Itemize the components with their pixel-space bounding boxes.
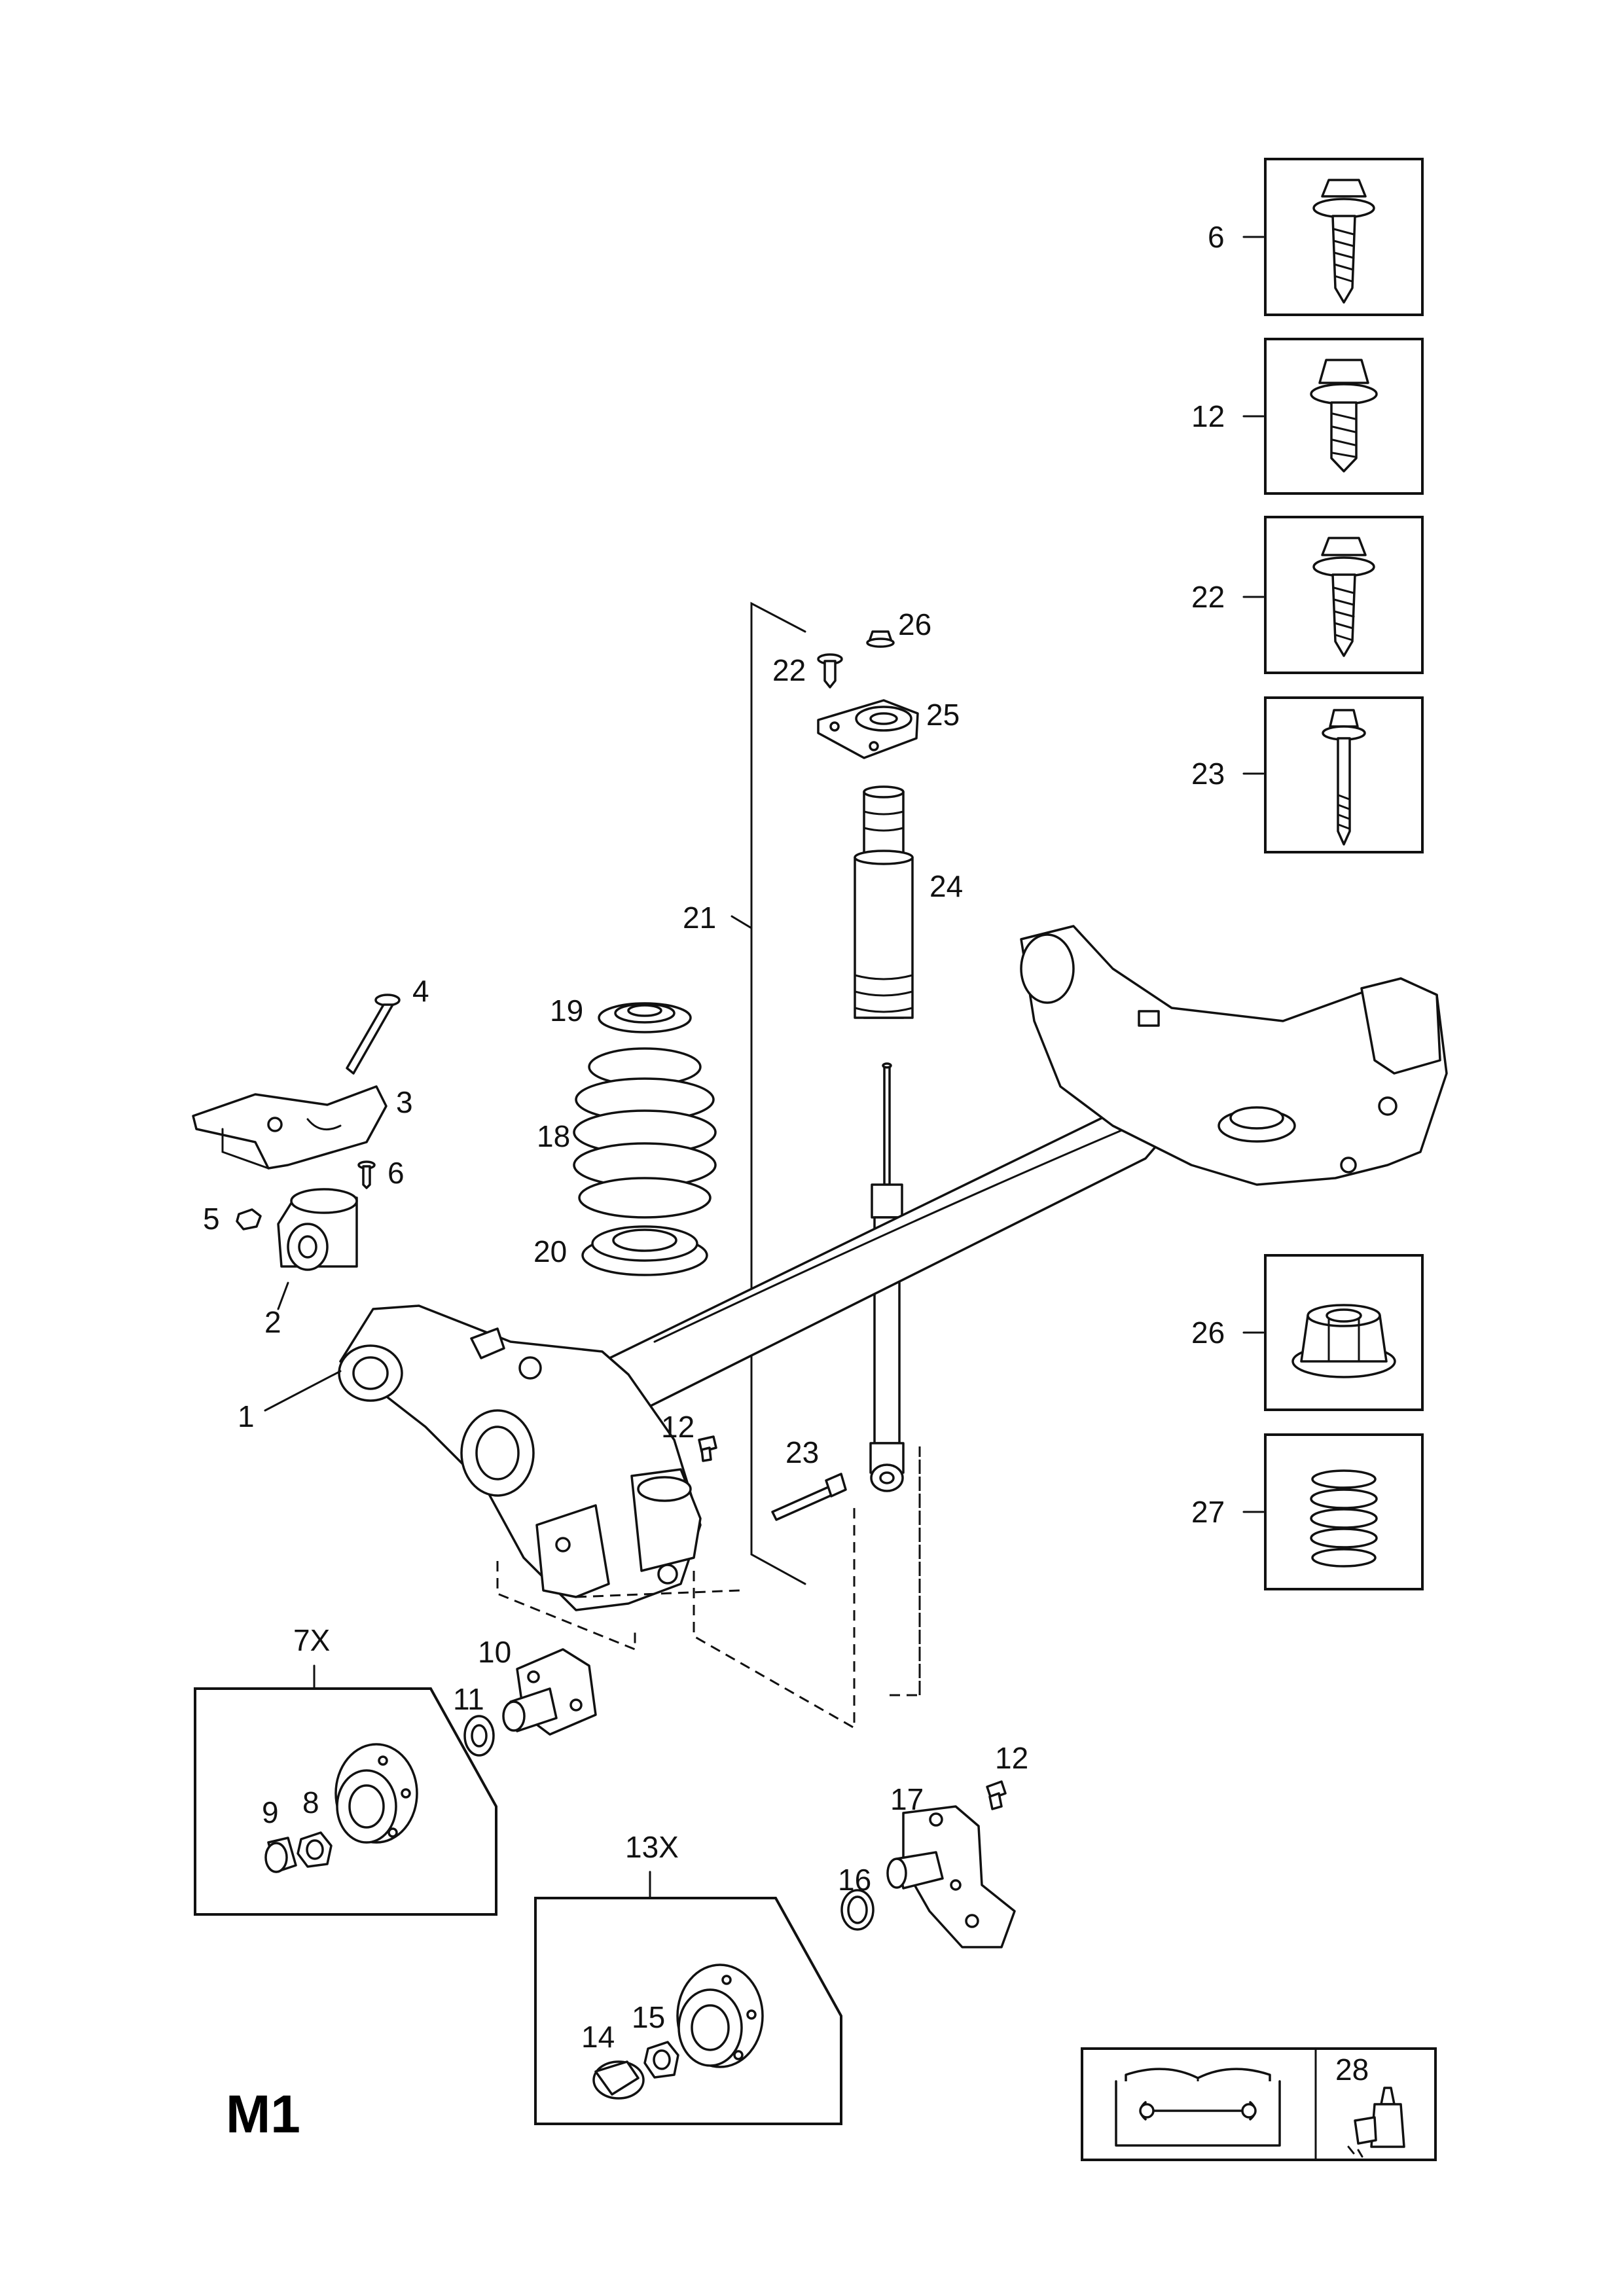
legend-box: 28 [1081,2047,1437,2161]
mounting-bracket[interactable] [192,1085,388,1170]
callout-3: 3 [396,1085,413,1119]
callout-17: 17 [890,1782,924,1816]
callout-22: 22 [772,653,806,687]
flange-nut-icon [1291,1304,1396,1378]
repair-manual-icon[interactable] [1115,2068,1281,2147]
panel-number-6: 6 [1208,220,1225,254]
panel-number-22: 22 [1191,580,1225,614]
hub-nut[interactable] [643,2041,679,2079]
callout-5: 5 [203,1202,220,1236]
rear-axle-beam[interactable] [338,925,1448,1611]
callout-23: 23 [785,1435,819,1469]
stub-axle[interactable] [502,1648,597,1736]
group-bracket-21 [750,601,806,1585]
panel-item-26[interactable]: 26 [1191,1254,1424,1411]
wheel-hub[interactable] [334,1743,418,1844]
callout-12a: 12 [661,1410,695,1444]
hub-kit-7x: 7X 8 9 [194,1623,497,1916]
panel-item-6[interactable]: 6 [1208,158,1424,316]
callout-9: 9 [262,1795,279,1829]
hub-cap[interactable] [592,2060,645,2100]
panel-item-22[interactable]: 22 [1191,516,1424,674]
steering-knuckle[interactable] [886,1805,1016,1948]
callout-2: 2 [264,1305,281,1339]
bump-stop-dust-boot[interactable] [854,785,914,1019]
hub-nut[interactable] [297,1831,333,1868]
callout-11: 11 [453,1682,484,1716]
wheel-hub[interactable] [676,1964,764,2068]
axle-bolt[interactable] [698,1435,717,1462]
shock-lower-bolt[interactable] [771,1473,847,1521]
flange-torx-bolt-icon [1312,537,1375,657]
knuckle-bolt[interactable] [986,1780,1007,1810]
callout-7x: 7X [293,1623,330,1657]
callout-14: 14 [581,2020,615,2054]
shock-absorber-group: 21 22 26 25 24 [683,601,963,1585]
lower-spring-seat[interactable] [581,1225,708,1276]
upper-spring-seat[interactable] [598,1002,692,1033]
panel-number-12: 12 [1191,399,1225,433]
callout-10: 10 [478,1635,511,1669]
callout-20: 20 [533,1234,567,1268]
flange-torx-bolt-icon [1312,179,1375,304]
callout-18: 18 [537,1119,570,1153]
assembly-dash-lines [496,1443,921,1730]
callout-12b: 12 [995,1741,1028,1775]
hub-kit-13x: 13X 15 14 [534,1830,842,2125]
stub-axle-seal[interactable] [463,1715,495,1757]
bracket-nut[interactable] [236,1208,262,1230]
callout-21: 21 [683,901,716,935]
callout-19: 19 [550,994,583,1028]
callout-1: 1 [238,1399,255,1433]
callout-6: 6 [388,1156,405,1190]
coil-spring-icon [1310,1469,1378,1568]
panel-item-12[interactable]: 12 [1191,338,1424,495]
callout-25: 25 [926,698,960,732]
callout-8: 8 [302,1785,319,1820]
top-mount-bolt[interactable] [817,653,843,689]
callout-4: 4 [412,974,429,1008]
spring-group: 19 18 20 [533,994,717,1276]
panel-number-23: 23 [1191,757,1225,791]
bracket-bolt[interactable] [346,994,401,1075]
top-mount-nut[interactable] [866,630,895,648]
callout-13x: 13X [625,1830,679,1864]
panel-number-26: 26 [1191,1316,1225,1350]
adhesive-number: 28 [1335,2053,1369,2087]
callout-24: 24 [929,869,963,903]
axle-bushing[interactable] [277,1188,358,1271]
panel-item-23[interactable]: 23 [1191,696,1424,853]
top-mount[interactable] [817,699,919,759]
bracket-screw[interactable] [357,1160,376,1189]
callout-16: 16 [838,1863,871,1897]
panel-item-27[interactable]: 27 [1191,1433,1424,1590]
callout-26: 26 [898,607,931,641]
leader-1 [264,1370,342,1412]
diagram-code: M1 [226,2085,300,2144]
callout-15: 15 [632,2000,665,2034]
hex-flange-bolt-icon [1310,359,1378,473]
coil-spring[interactable] [573,1047,717,1219]
panel-number-27: 27 [1191,1495,1225,1529]
mount-bracket-group: 4 3 6 5 2 [192,974,429,1339]
fastener-panel: 6 12 22 [1191,158,1424,1590]
long-hex-bolt-icon [1322,709,1366,846]
knuckle-seal[interactable] [840,1889,875,1931]
hub-cap[interactable] [264,1837,297,1873]
adhesive-tube-icon[interactable] [1347,2087,1405,2158]
